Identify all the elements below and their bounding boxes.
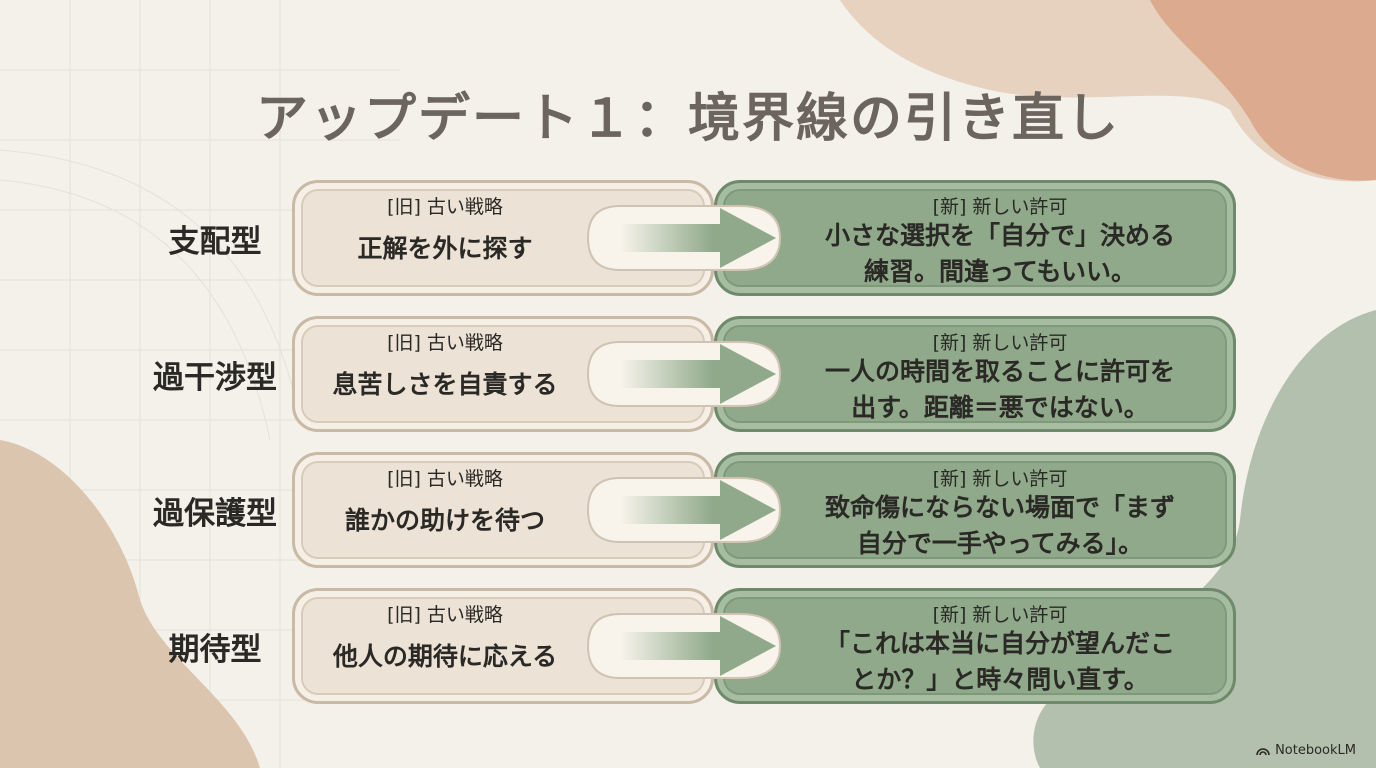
new-tag: [新] 新しい許可 bbox=[932, 196, 1068, 218]
brand-name: NotebookLM bbox=[1275, 743, 1356, 758]
new-permission-box bbox=[714, 452, 1236, 568]
arrow-icon bbox=[586, 477, 782, 543]
old-tag: [旧] 古い戦略 bbox=[387, 196, 503, 218]
arrow-icon bbox=[586, 613, 782, 679]
old-strategy-text: 正解を外に探す bbox=[357, 234, 533, 263]
row-expectation: 期待型 [旧] 古い戦略 他人の期待に応える [新] 新しい許可 「これは本当に… bbox=[0, 586, 1376, 706]
old-strategy-box bbox=[292, 452, 714, 568]
old-strategy-text: 息苦しさを自責する bbox=[332, 370, 558, 399]
old-strategy-text: 誰かの助けを待つ bbox=[344, 506, 545, 535]
new-tag: [新] 新しい許可 bbox=[932, 332, 1068, 354]
row-overprotective: 過保護型 [旧] 古い戦略 誰かの助けを待つ [新] 新しい許可 致命傷にならな… bbox=[0, 450, 1376, 570]
new-permission-text: 小さな選択を「自分で」決める 練習。間違ってもいい。 bbox=[824, 221, 1175, 286]
type-label: 過干渉型 bbox=[153, 359, 277, 396]
brand-watermark: NotebookLM bbox=[1256, 743, 1356, 758]
arrow-icon bbox=[586, 205, 782, 271]
new-tag: [新] 新しい許可 bbox=[932, 468, 1068, 490]
old-tag: [旧] 古い戦略 bbox=[387, 332, 503, 354]
type-label: 過保護型 bbox=[153, 495, 277, 532]
notebooklm-logo-icon bbox=[1256, 748, 1270, 756]
type-label: 期待型 bbox=[168, 631, 262, 668]
new-permission-box bbox=[714, 180, 1236, 296]
new-permission-text: 「これは本当に自分が望んだこ とか？」と時々問い直す。 bbox=[824, 629, 1175, 694]
new-tag: [新] 新しい許可 bbox=[932, 604, 1068, 626]
new-permission-box bbox=[714, 588, 1236, 704]
new-permission-text: 一人の時間を取ることに許可を 出す。距離＝悪ではない。 bbox=[824, 357, 1175, 422]
old-tag: [旧] 古い戦略 bbox=[387, 604, 503, 626]
new-permission-text: 致命傷にならない場面で「まず 自分で一手やってみる」。 bbox=[824, 493, 1175, 558]
old-strategy-box bbox=[292, 316, 714, 432]
old-strategy-text: 他人の期待に応える bbox=[332, 642, 558, 671]
arrow-icon bbox=[586, 341, 782, 407]
old-tag: [旧] 古い戦略 bbox=[387, 468, 503, 490]
page-title: アップデート１：境界線の引き直し bbox=[255, 89, 1120, 149]
type-label: 支配型 bbox=[168, 223, 262, 260]
row-dominant: 支配型 [旧] 古い戦略 正解を外に探す [新] 新しい許可 小さな選択を「自分… bbox=[0, 178, 1376, 298]
row-overbearing: 過干渉型 [旧] 古い戦略 息苦しさを自責する [新] 新しい許可 一人の時間を… bbox=[0, 314, 1376, 434]
